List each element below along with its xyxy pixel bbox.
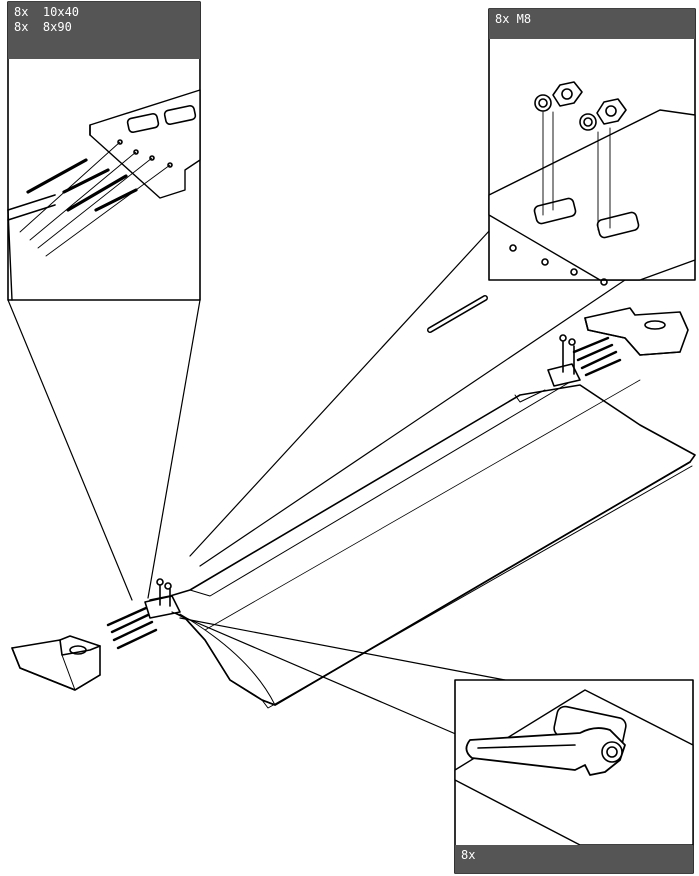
main-board — [149, 379, 696, 709]
callout-label-line: 8x 8x90 — [14, 20, 72, 34]
callout-label-top-left: 8x 10x40 8x 8x90 — [8, 2, 200, 59]
callout-leaders — [7, 229, 626, 736]
detail-box-bottom-right — [454, 679, 694, 874]
callout-label-bottom-right: 8x — [455, 845, 693, 873]
right-bolt-set — [572, 336, 622, 377]
callout-label-line: 8x M8 — [495, 12, 532, 26]
right-bolt-plate — [547, 334, 581, 387]
callout-label-line: 8x 10x40 — [14, 5, 80, 19]
left-bracket — [11, 635, 101, 691]
left-bolt-plate — [144, 578, 181, 619]
callout-label-line: 8x — [461, 848, 476, 862]
wrench-icon — [465, 727, 626, 776]
right-bracket — [584, 307, 689, 356]
callout-label-top-right: 8x M8 — [489, 9, 695, 39]
detail-box-top-right — [427, 8, 696, 333]
left-bolt-set — [106, 606, 158, 650]
